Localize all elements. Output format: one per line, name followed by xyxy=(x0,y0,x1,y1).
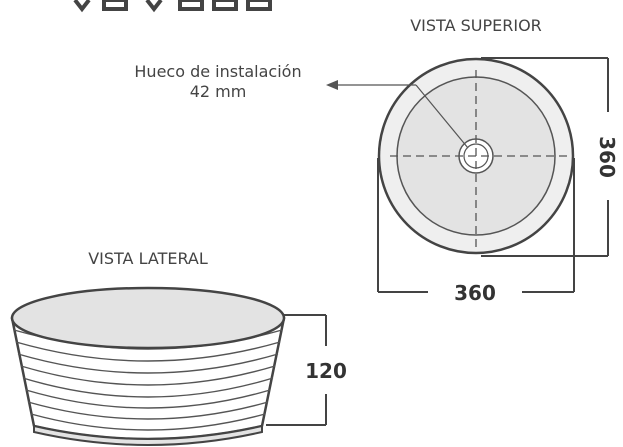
top-view-height-dimension xyxy=(481,57,609,257)
side-view-label: VISTA LATERAL xyxy=(88,249,208,268)
cropped-title xyxy=(73,0,272,13)
side-view-rim xyxy=(10,286,286,350)
side-view-basin xyxy=(10,286,286,446)
top-view-width-dimension xyxy=(377,158,575,293)
top-view-height-value: 360 xyxy=(595,136,619,178)
hole-callout-line1: Hueco de instalación xyxy=(134,62,301,81)
side-view-height-dimension xyxy=(266,314,327,426)
top-view-width-value: 360 xyxy=(454,281,496,305)
top-view-basin xyxy=(377,57,575,255)
side-view-height-value: 120 xyxy=(305,359,347,383)
hole-callout-line2: 42 mm xyxy=(190,82,247,101)
hole-callout-leader xyxy=(326,80,469,149)
top-view-label: VISTA SUPERIOR xyxy=(410,16,542,35)
